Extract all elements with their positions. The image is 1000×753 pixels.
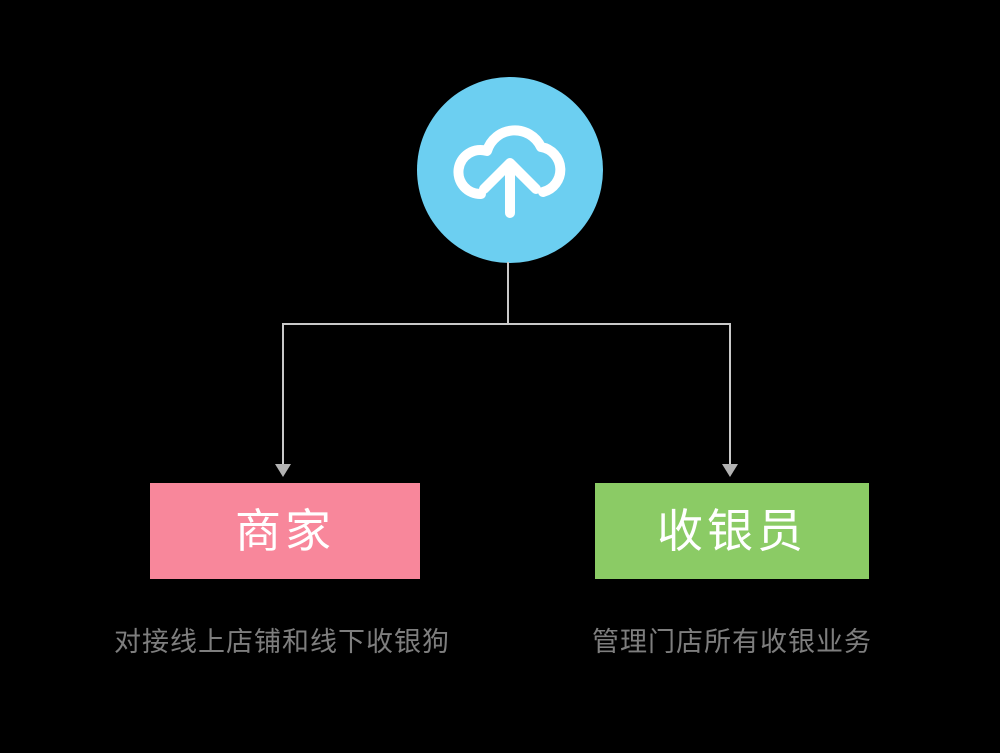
node-cashier: 收银员 (595, 483, 869, 579)
cloud-upload-icon (453, 125, 566, 218)
connector-crossbar (282, 323, 731, 325)
node-cashier-label: 收银员 (657, 505, 807, 557)
caption-cashier: 管理门店所有收银业务 (592, 627, 872, 657)
arrowhead-right-icon (722, 464, 738, 477)
arrowhead-left-icon (275, 464, 291, 477)
caption-merchant: 对接线上店铺和线下收银狗 (114, 627, 450, 657)
connector-left-drop (282, 323, 284, 465)
node-merchant-label: 商家 (235, 505, 335, 557)
connector-right-drop (729, 323, 731, 465)
connector-stem (507, 262, 509, 324)
cloud-root-node (417, 77, 603, 263)
node-merchant: 商家 (150, 483, 420, 579)
